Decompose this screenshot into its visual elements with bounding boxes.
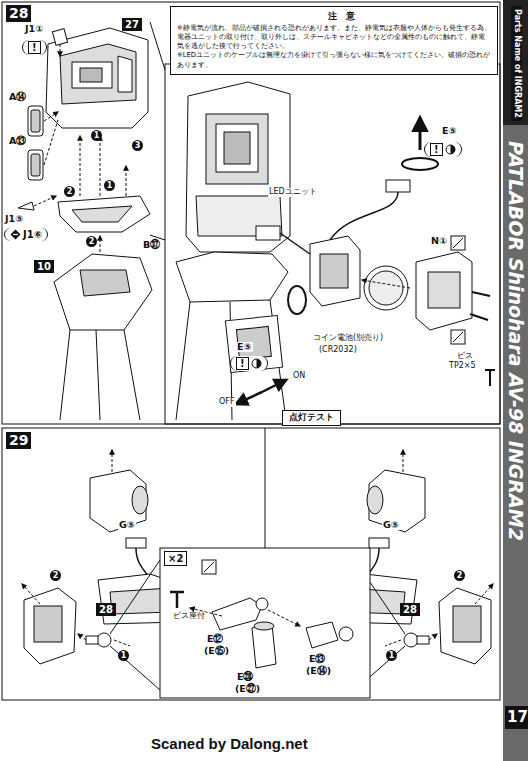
caution-mark: ! (22, 40, 47, 55)
part-code: J1① (24, 24, 44, 34)
watermark: Scaned by Dalong.net (150, 736, 309, 753)
step-order: 1 (118, 650, 129, 661)
part-code: A⑭ (8, 92, 27, 102)
part-code: (E⑭) (305, 666, 332, 676)
step-order: 1 (104, 180, 115, 191)
part-note: コイン電池(別売り) (312, 334, 384, 343)
torso-exploded (18, 28, 152, 420)
led-unit (225, 118, 495, 404)
node-text: 28 (99, 604, 113, 615)
node-text: 点灯テスト (289, 413, 334, 423)
step-number: 29 (6, 432, 31, 449)
part-name: LEDユニット (268, 188, 318, 197)
caution-text: ※静電気が流れ、部品が破損される恐れがあります。また、静電気は衣服や人体からも発… (177, 24, 491, 51)
part-code: G⑤ (382, 520, 400, 530)
step-reference: 28 (400, 603, 420, 616)
node-text: ! (28, 41, 41, 54)
part-code: TP2×5 (448, 362, 477, 371)
joint-parts (170, 560, 353, 668)
quantity-box: ×2 (164, 551, 187, 566)
part-code: E㉘ (236, 672, 255, 682)
part-code: E⑬ (308, 654, 327, 664)
part-note: (CR2032) (318, 346, 358, 355)
step-number: 28 (6, 5, 31, 22)
step-reference: 27 (122, 18, 142, 31)
node-text: J1⑥ (23, 229, 42, 240)
glue-symbol (251, 358, 262, 369)
screw-note: ビス座付 (172, 612, 206, 621)
node-text: 27 (125, 19, 139, 30)
caution-mark: ! (230, 356, 268, 371)
step-reference: 10 (34, 260, 54, 273)
caution-mark: ! (424, 142, 462, 157)
step-order: 2 (86, 236, 97, 247)
step-order: 3 (132, 140, 143, 151)
switch-label: ON (292, 372, 306, 381)
step-order: 1 (91, 130, 102, 141)
part-code: E⑤ (236, 342, 253, 352)
node-text: 29 (9, 433, 28, 448)
switch-label: OFF (218, 398, 236, 407)
step-order: 2 (64, 186, 75, 197)
part-code: J1⑤ (4, 214, 24, 224)
detail-frame (165, 64, 500, 424)
caution-box: 注 意 ※静電気が流れ、部品が破損される恐れがあります。また、静電気は衣服や人体か… (170, 6, 498, 75)
caution-text: ※LEDユニットのケーブルは無理な力を掛けて引っ張らない様に気をつけてください。… (177, 51, 491, 69)
node-text: 28 (403, 604, 417, 615)
part-name: ビス (456, 352, 474, 361)
step-order: 2 (454, 570, 465, 581)
product-title: PATLABOR Shinohara AV-98 INGRAM2 (505, 140, 526, 542)
part-code: (E㉗) (234, 684, 261, 694)
node-text: ×2 (168, 553, 183, 564)
part-code: N① (430, 236, 448, 246)
caution-heading: 注 意 (177, 10, 491, 22)
page-number: 17 (505, 706, 528, 729)
part-code: (E⑮) (203, 646, 230, 656)
node-text: 17 (507, 709, 528, 726)
node-text: 10 (37, 261, 51, 272)
part-code: E⑤ (441, 126, 458, 136)
node-text: ! (430, 143, 443, 156)
node-text: 28 (9, 6, 28, 21)
join-symbol (10, 229, 21, 240)
sidebar-band (503, 0, 528, 761)
join-mark: J1⑥ (4, 228, 48, 241)
step-order: 2 (50, 570, 61, 581)
node-text: ! (236, 357, 249, 370)
part-code: E⑫ (206, 634, 225, 644)
part-code: B㊲ (142, 240, 161, 250)
step-order: 1 (386, 650, 397, 661)
step-frame (2, 2, 500, 424)
part-code: G⑤ (118, 520, 136, 530)
glue-symbol (445, 144, 456, 155)
detail-inset (160, 548, 370, 698)
part-code: A⑬ (8, 136, 27, 146)
torso-detail (176, 82, 290, 420)
step-frame (2, 428, 500, 700)
section-title: Parts Name of INGRAM2 (511, 6, 522, 121)
step-reference: 28 (96, 603, 116, 616)
test-box: 点灯テスト (282, 410, 341, 426)
